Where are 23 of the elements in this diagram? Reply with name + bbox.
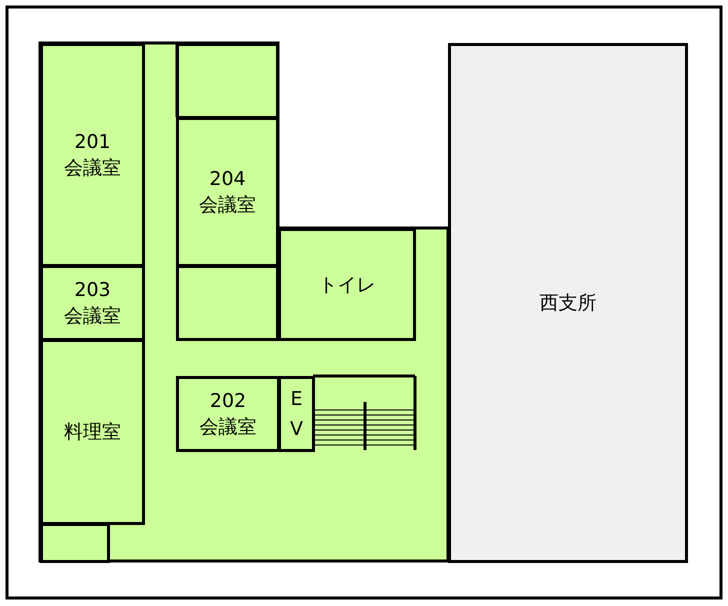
room — [40, 265, 145, 341]
room — [176, 376, 280, 452]
office-area — [448, 43, 688, 563]
room-label: EV — [290, 387, 304, 442]
room-name: 会議室 — [200, 415, 256, 440]
room-number: 204 — [209, 167, 246, 192]
room-number: 203 — [74, 278, 111, 303]
room — [176, 117, 279, 267]
room-label: 料理室 — [64, 420, 121, 445]
room — [278, 228, 416, 341]
elevator — [278, 376, 315, 452]
room-label: 西支所 — [540, 291, 596, 316]
room-label: トイレ — [318, 272, 376, 298]
room — [40, 43, 145, 267]
room-name: 会議室 — [199, 193, 256, 218]
room-name: 会議室 — [64, 156, 121, 181]
room — [176, 265, 279, 341]
room-name: 会議室 — [64, 304, 121, 329]
room-number: 202 — [210, 389, 246, 414]
room-number: 201 — [74, 130, 111, 155]
room — [40, 523, 110, 563]
room — [176, 43, 279, 119]
room — [40, 339, 145, 525]
